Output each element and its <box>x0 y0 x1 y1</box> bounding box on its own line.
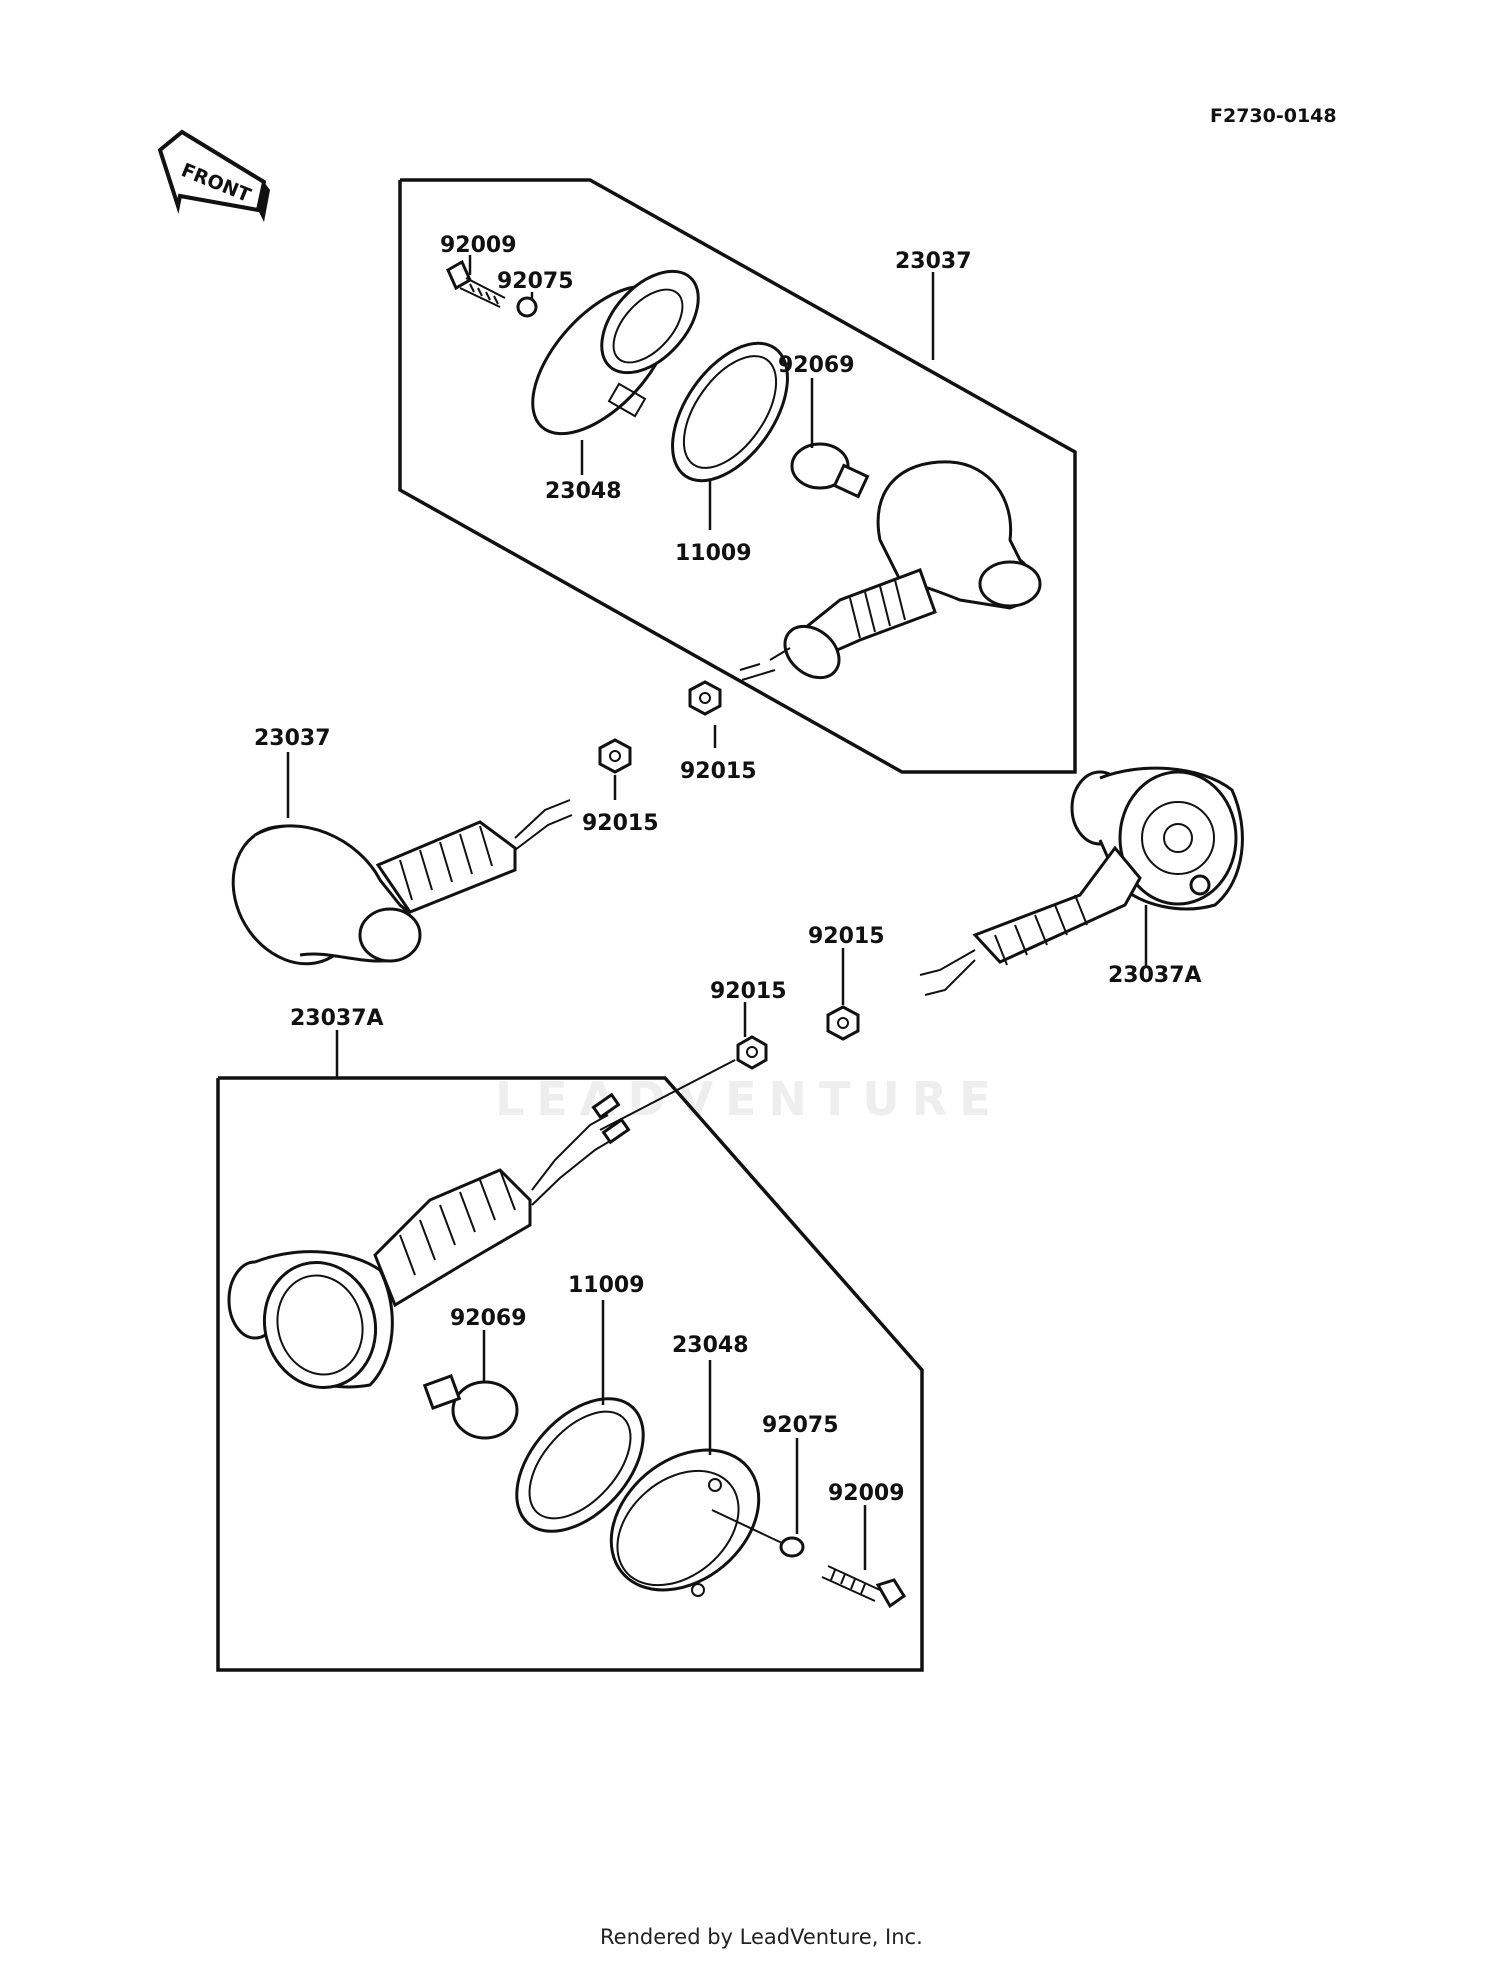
label-lower-bulb: 92069 <box>450 1306 527 1331</box>
label-left-nut: 92015 <box>582 811 659 836</box>
lower-nut-icon <box>736 1035 768 1070</box>
lower-turn-signal-icon <box>227 1092 631 1389</box>
lower-bolt-icon <box>821 1565 907 1609</box>
upper-bulb-icon <box>790 442 870 499</box>
lower-washer-icon <box>779 1536 805 1558</box>
label-lower-gasket: 11009 <box>568 1273 645 1298</box>
label-upper-nut: 92015 <box>680 759 757 784</box>
label-upper-lens: 23048 <box>545 479 622 504</box>
diagram-code: F2730-0148 <box>1210 105 1337 127</box>
right-turn-signal-icon <box>919 766 1244 996</box>
front-arrow-icon: FRONT <box>157 129 270 222</box>
right-nut-icon <box>826 1005 860 1041</box>
lower-bulb-icon <box>422 1374 519 1440</box>
label-right-nut: 92015 <box>808 924 885 949</box>
upper-kit-outline <box>398 178 1077 774</box>
label-lower-washer: 92075 <box>762 1413 839 1438</box>
label-lower-bolt: 92009 <box>828 1481 905 1506</box>
watermark: LEADVENTURE <box>495 1072 1003 1126</box>
label-upper-gasket: 11009 <box>675 541 752 566</box>
upper-turn-signal-icon <box>739 460 1042 681</box>
label-lower-assembly: 23037A <box>290 1006 384 1031</box>
label-upper-assembly: 23037 <box>895 249 972 274</box>
upper-washer-icon <box>516 296 538 318</box>
left-turn-signal-icon <box>231 799 573 966</box>
label-lower-nut: 92015 <box>710 979 787 1004</box>
label-upper-bolt: 92009 <box>440 233 517 258</box>
label-left-assembly: 23037 <box>254 726 331 751</box>
lower-gasket-icon <box>515 1397 645 1533</box>
label-right-assembly: 23037A <box>1108 963 1202 988</box>
lower-kit-outline <box>216 1076 924 1672</box>
label-lower-lens: 23048 <box>672 1333 749 1358</box>
upper-bolt-icon <box>446 259 506 308</box>
left-nut-icon <box>598 738 632 774</box>
upper-gasket-icon <box>671 341 789 483</box>
label-upper-washer: 92075 <box>497 269 574 294</box>
label-upper-bulb: 92069 <box>778 353 855 378</box>
upper-lens-icon <box>531 269 700 436</box>
upper-nut-icon <box>688 680 722 716</box>
footer-credit: Rendered by LeadVenture, Inc. <box>600 1925 923 1949</box>
lower-lens-icon <box>609 1448 761 1597</box>
